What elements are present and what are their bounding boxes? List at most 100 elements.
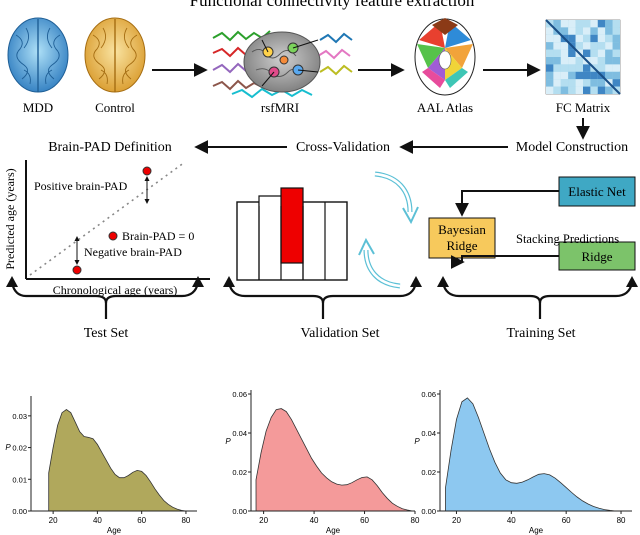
fc-cell — [590, 49, 598, 57]
fc-cell — [612, 27, 620, 35]
fc-cell — [597, 20, 606, 28]
fc-cell — [590, 79, 598, 87]
fc-cell — [560, 57, 569, 65]
fc-cell — [605, 34, 613, 43]
chart-title: Test Set — [84, 326, 129, 341]
aal-atlas-image — [414, 18, 476, 96]
fc-cell — [560, 64, 569, 72]
fc-cell — [553, 49, 561, 57]
y-tick-label: 0.03 — [12, 412, 27, 421]
fc-cell — [546, 79, 554, 87]
y-tick-label: 0.06 — [232, 390, 247, 399]
fc-cell — [546, 34, 554, 43]
fc-cell — [560, 86, 569, 94]
x-tick-label: 80 — [181, 516, 190, 525]
x-tick-label: 40 — [93, 516, 102, 525]
fc-cell — [553, 79, 561, 87]
fc-cell — [560, 20, 569, 28]
x-tick-label: 20 — [49, 516, 58, 525]
x-tick-label: 80 — [617, 516, 626, 525]
fc-cell — [597, 42, 606, 50]
fc-cell — [568, 49, 576, 57]
fc-cell — [553, 86, 561, 94]
fc-cell — [597, 79, 606, 87]
cross-validation-diagram — [236, 187, 348, 281]
y-tick-label: 0.00 — [232, 507, 247, 516]
fc-cell — [583, 49, 591, 57]
fc-cell — [597, 49, 606, 57]
brace-train-right — [538, 282, 634, 304]
zero-pad-label: Brain-PAD = 0 — [122, 229, 194, 243]
fc-cell — [612, 49, 620, 57]
y-tick-label: 0.02 — [232, 468, 247, 477]
negative-pad-label: Negative brain-PAD — [84, 245, 182, 259]
fc-cell — [605, 20, 613, 28]
fc-cell — [590, 34, 598, 43]
fc-cell — [560, 27, 569, 35]
fc-cell — [583, 42, 591, 50]
x-tick-label: 60 — [360, 516, 369, 525]
fc-cell — [583, 27, 591, 35]
fc-cell — [583, 64, 591, 72]
y-tick-label: 0.00 — [421, 507, 436, 516]
y-axis-label: P — [414, 437, 420, 446]
fc-cell — [553, 20, 561, 28]
x-tick-label: 40 — [507, 516, 516, 525]
y-axis-label: P — [225, 437, 231, 446]
fc-cell — [590, 42, 598, 50]
density-area — [255, 408, 413, 512]
fc-cell — [583, 86, 591, 94]
model-construction-label: Model Construction — [516, 140, 628, 155]
fc-cell — [553, 64, 561, 72]
fc-cell — [590, 86, 598, 94]
fc-cell — [597, 64, 606, 72]
fc-cell — [568, 71, 576, 80]
fc-cell — [568, 27, 576, 35]
positive-pad-point — [142, 166, 152, 176]
bayesian-ridge-label-line1: Bayesian — [438, 222, 486, 237]
fc-cell — [605, 71, 613, 80]
mdd-label: MDD — [23, 100, 53, 115]
fc-cell — [590, 27, 598, 35]
y-tick-label: 0.04 — [421, 429, 436, 438]
figure-title: Functional connectivity feature extracti… — [190, 0, 475, 10]
fc-cell — [568, 20, 576, 28]
x-axis-label: Age — [529, 526, 544, 535]
bayesian-ridge-box — [428, 217, 496, 259]
fc-cell — [546, 49, 554, 57]
fc-cell — [597, 34, 606, 43]
fc-label: FC Matrix — [556, 100, 611, 115]
y-tick-label: 0.02 — [12, 444, 27, 453]
density-area — [445, 397, 616, 512]
x-tick-label: 60 — [562, 516, 571, 525]
x-tick-label: 40 — [310, 516, 319, 525]
cv-validation-fold — [280, 187, 304, 264]
fc-cell — [605, 57, 613, 65]
fc-cell — [568, 79, 576, 87]
fc-cell — [612, 42, 620, 50]
fc-cell — [546, 42, 554, 50]
fc-cell — [612, 71, 620, 80]
cross-validation-label: Cross-Validation — [296, 140, 390, 155]
fc-cell — [575, 27, 583, 35]
fc-cell — [612, 64, 620, 72]
aal-label: AAL Atlas — [417, 100, 473, 115]
fc-cell — [583, 34, 591, 43]
fc-cell — [597, 86, 606, 94]
fc-cell — [560, 79, 569, 87]
fc-cell — [597, 57, 606, 65]
fc-cell — [612, 34, 620, 43]
fc-cell — [560, 42, 569, 50]
fc-cell — [583, 20, 591, 28]
identity-line — [29, 161, 186, 276]
cycle-arrowhead-bottom — [358, 237, 375, 256]
bayesian-ridge-label-line2: Ridge — [446, 238, 477, 253]
fc-cell — [583, 71, 591, 80]
fc-cell — [568, 57, 576, 65]
fc-matrix-image — [545, 19, 621, 95]
fc-cell — [546, 71, 554, 80]
